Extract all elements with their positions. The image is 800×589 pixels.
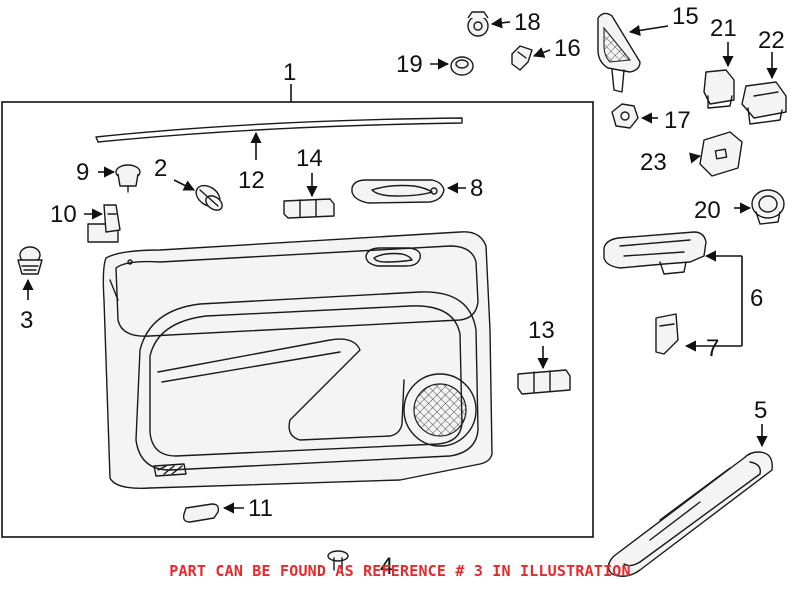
switch-housing-part-6	[603, 231, 707, 275]
window-switch-part-22	[741, 81, 787, 125]
callout-9: 9	[76, 159, 89, 186]
clip-part-9	[115, 164, 141, 193]
reference-note: PART CAN BE FOUND AS REFERENCE # 3 IN IL…	[169, 562, 631, 580]
window-seal-strip	[95, 117, 463, 143]
callout-1: 1	[283, 59, 296, 86]
callout-23: 23	[640, 149, 667, 176]
callout-21: 21	[710, 15, 737, 42]
clip-part-3	[17, 246, 43, 275]
fastener-part-2	[195, 184, 223, 211]
leader-2	[173, 179, 196, 191]
callout-16: 16	[554, 35, 581, 62]
callout-5: 5	[754, 397, 767, 424]
callout-15: 15	[672, 3, 699, 30]
callout-22: 22	[758, 27, 785, 54]
leader-18	[490, 17, 511, 29]
leader-16	[532, 47, 551, 58]
nut-part-17	[611, 103, 639, 129]
door-handle-part-8	[351, 179, 445, 204]
callout-3: 3	[20, 307, 33, 334]
switch-module-part-14	[283, 198, 335, 219]
callout-8: 8	[470, 175, 483, 202]
callout-6: 6	[750, 285, 763, 312]
callout-4: 4	[380, 553, 393, 580]
callout-20: 20	[694, 197, 721, 224]
sill-trim-part-5	[607, 451, 773, 577]
callout-17: 17	[664, 107, 691, 134]
assembly-frame	[1, 101, 594, 538]
callout-2: 2	[154, 155, 167, 182]
bracket-part-10	[87, 204, 121, 243]
screw-part-4	[327, 550, 349, 571]
callout-13: 13	[528, 317, 555, 344]
callout-11: 11	[248, 495, 273, 522]
callout-14: 14	[296, 145, 323, 172]
switch-knob-part-20	[751, 189, 785, 225]
leader-23	[689, 152, 702, 164]
clip-part-7	[655, 313, 679, 355]
window-switch-part-21	[703, 69, 735, 109]
cap-part-19	[450, 56, 474, 76]
mirror-switch-part-23	[699, 131, 743, 177]
callout-7: 7	[706, 335, 719, 362]
door-trim-panel	[102, 231, 493, 489]
callout-18: 18	[514, 9, 541, 36]
mirror-trim-part-15	[597, 12, 641, 93]
callout-10: 10	[50, 201, 77, 228]
clip-part-18	[467, 11, 489, 37]
callout-19: 19	[396, 51, 423, 78]
switch-clip-part-13	[517, 369, 571, 395]
leader-15	[628, 24, 669, 36]
callout-12: 12	[238, 167, 265, 194]
reflector-part-11	[182, 503, 220, 523]
clip-part-16	[511, 45, 533, 71]
